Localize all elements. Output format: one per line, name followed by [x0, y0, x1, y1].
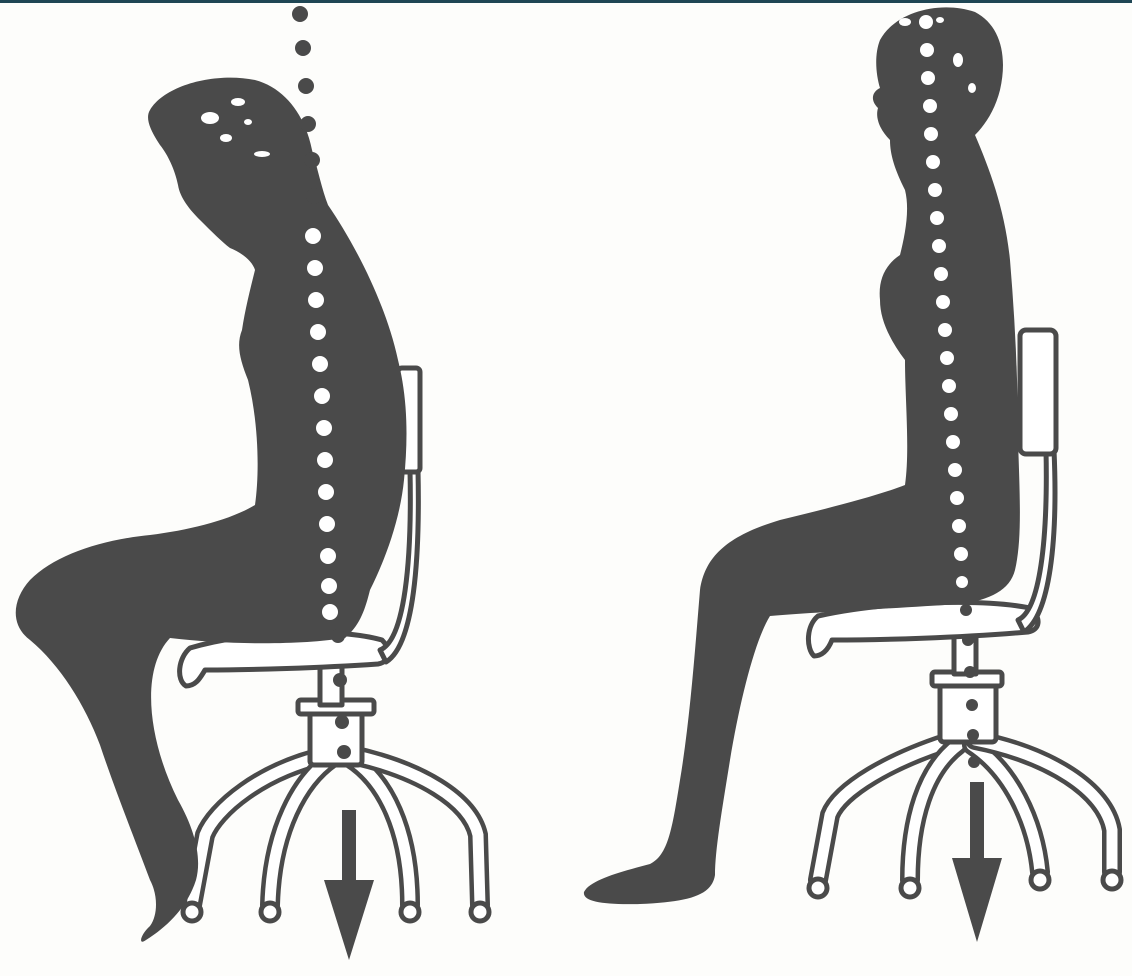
- right-caster: [809, 879, 827, 897]
- left-caster: [183, 903, 201, 921]
- right-down-arrow: [952, 782, 1002, 942]
- right-caster: [901, 879, 919, 897]
- right-caster: [1031, 871, 1049, 889]
- upright-figure: [584, 7, 1121, 942]
- right-caster: [1103, 871, 1121, 889]
- slouched-figure: [16, 6, 489, 960]
- left-down-arrow: [324, 810, 374, 960]
- right-silhouette: [584, 7, 1020, 904]
- left-caster: [261, 903, 279, 921]
- left-caster: [471, 903, 489, 921]
- left-caster: [401, 903, 419, 921]
